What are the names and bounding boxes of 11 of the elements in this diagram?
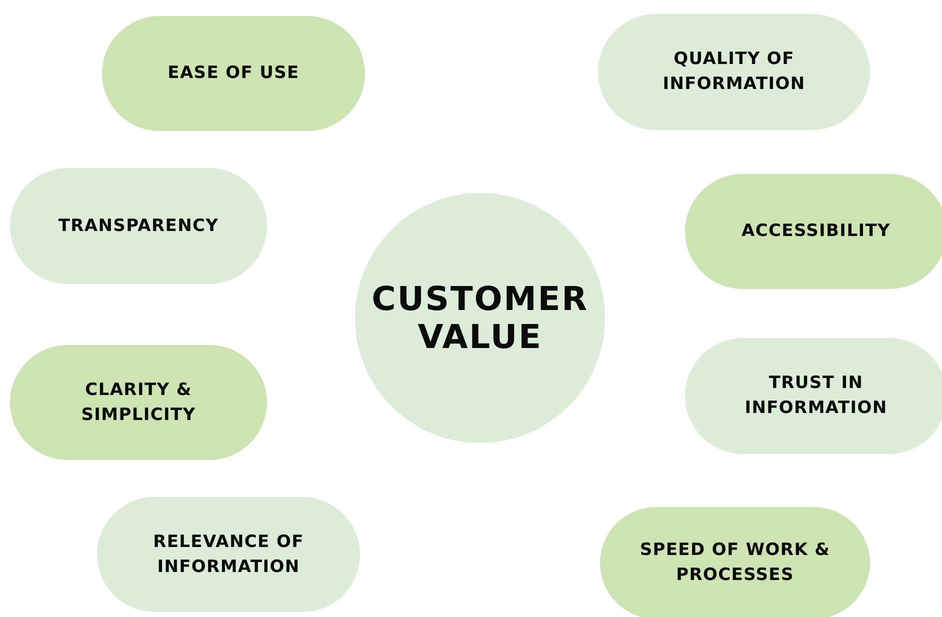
pill-label: TRANSPARENCY: [58, 214, 219, 238]
pill-label: QUALITY OF INFORMATION: [662, 48, 806, 96]
center-title: CUSTOMER VALUE: [372, 280, 588, 356]
pill-label: EASE OF USE: [168, 62, 300, 86]
pill-label: RELEVANCE OF INFORMATION: [152, 530, 305, 578]
pill-label: ACCESSIBILITY: [742, 220, 890, 244]
rounded-pill: [685, 174, 942, 289]
rounded-pill: [685, 338, 942, 454]
pill-label: TRUST IN INFORMATION: [744, 372, 888, 420]
pill-label: CLARITY & SIMPLICITY: [80, 378, 197, 426]
pill-label: SPEED OF WORK & PROCESSES: [638, 539, 832, 587]
